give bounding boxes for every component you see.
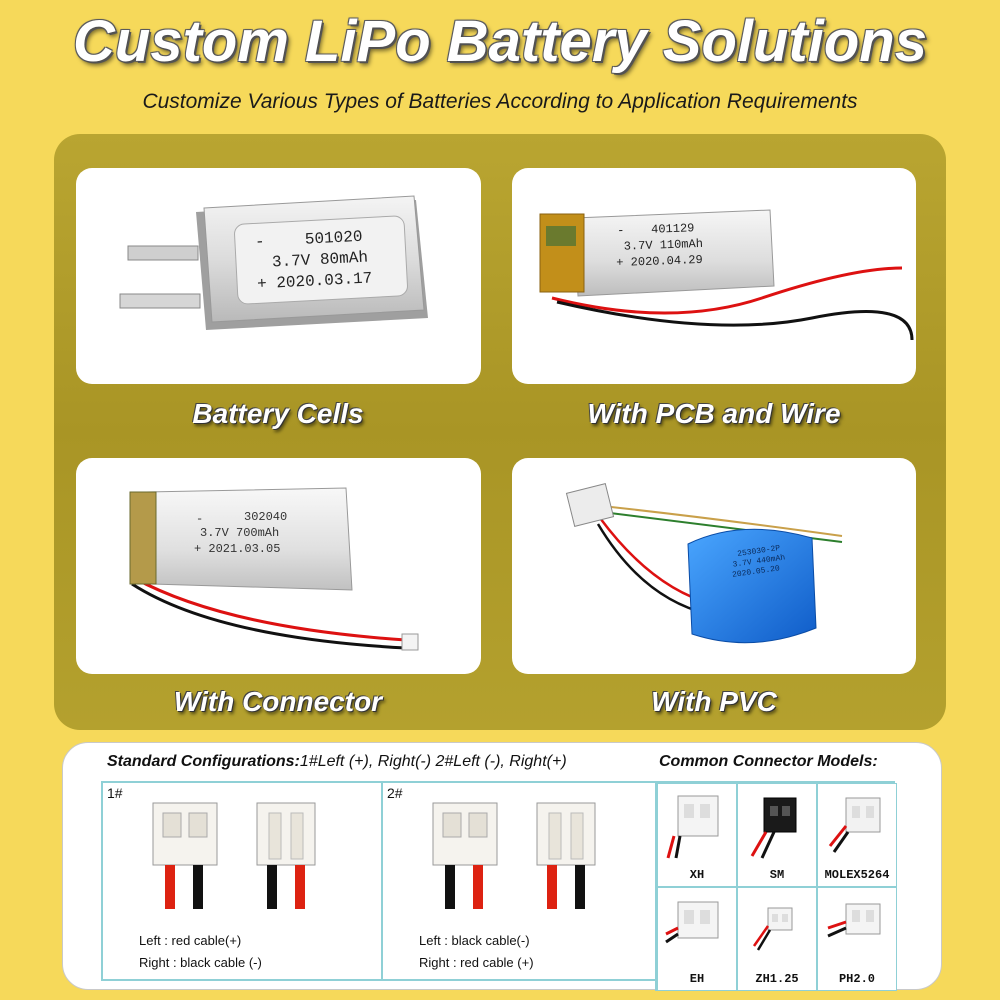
connector-model-name: XH (689, 868, 705, 882)
connector-model-eh: EH (657, 887, 737, 991)
pcb-print-spec: 3.7V 110mAh (624, 237, 704, 254)
with-connector-label: With Connector (173, 686, 383, 717)
connector-model-name: MOLEX5264 (824, 868, 890, 882)
connector-model-name: ZH1.25 (755, 972, 799, 986)
cell-print-model: 501020 (304, 228, 362, 249)
connector-diagram-2 (432, 802, 596, 909)
connector-model-zh125: ZH1.25 (737, 887, 817, 991)
config-box-2: 2# Left : black cable(-) Right : red cab… (381, 781, 671, 981)
connector-models-heading: Common Connector Models: (659, 753, 878, 770)
connector-models-grid: XH SM MOLEX5264 EH (655, 781, 897, 991)
standard-config-heading: Standard Configurations:1#Left (+), Righ… (107, 753, 567, 771)
molex5264-connector-icon (828, 797, 881, 853)
connector-print-minus: - (196, 512, 203, 526)
config-box-1: 1# Left : red cable(+) Right : black cab… (101, 781, 391, 981)
sm-connector-icon (750, 797, 797, 859)
config-2-right: Right : red cable (+) (419, 955, 534, 970)
connector-print-spec: 3.7V 700mAh (200, 526, 279, 540)
pcb-wire-label: With PCB and Wire (587, 398, 841, 429)
connector-model-ph20: PH2.0 (817, 887, 897, 991)
connector-model-xh: XH (657, 783, 737, 887)
with-pvc-label: With PVC (651, 686, 777, 717)
config-1-left: Left : red cable(+) (139, 933, 242, 948)
standard-config-heading-rest: 1#Left (+), Right(-) 2#Left (-), Right(+… (299, 753, 567, 770)
eh-connector-icon (665, 901, 719, 944)
config-number: 1# (107, 785, 123, 801)
product-gallery: - 501020 3.7V 80mAh + 2020.03.17 Battery… (54, 134, 946, 730)
pcb-print-model: 401129 (651, 221, 695, 236)
zh125-connector-icon (752, 907, 793, 951)
config-1-right: Right : black cable (-) (139, 955, 262, 970)
pcb-print-minus: - (617, 224, 625, 238)
specs-panel: Standard Configurations:1#Left (+), Righ… (62, 742, 942, 991)
connector-diagram-1 (152, 802, 316, 909)
cell-print-spec: 3.7V 80mAh (272, 249, 369, 272)
page-subtitle: Customize Various Types of Batteries Acc… (142, 90, 858, 113)
with-pvc-image: 253030-2P 3.7V 440mAh 2020.05.20 (512, 458, 916, 674)
xh-connector-icon (666, 795, 719, 859)
config-2-left: Left : black cable(-) (419, 933, 530, 948)
battery-cells-image: - 501020 3.7V 80mAh + 2020.03.17 (76, 168, 481, 384)
ph20-connector-icon (827, 903, 881, 938)
connector-model-name: PH2.0 (838, 972, 875, 986)
config-number: 2# (387, 785, 403, 801)
connector-model-sm: SM (737, 783, 817, 887)
cell-print-minus: - (255, 233, 266, 251)
battery-cells-label: Battery Cells (192, 398, 364, 429)
connector-print-model: 302040 (244, 510, 287, 524)
pcb-wire-image: - 401129 3.7V 110mAh + 2020.04.29 (512, 168, 916, 384)
pcb-print-date: + 2020.04.29 (616, 253, 703, 270)
connector-model-name: SM (769, 868, 785, 882)
connector-model-name: EH (689, 972, 705, 986)
connector-model-molex5264: MOLEX5264 (817, 783, 897, 887)
page-title: Custom LiPo Battery Solutions (73, 9, 927, 74)
standard-config-heading-bold: Standard Configurations: (107, 753, 300, 770)
connector-print-date: + 2021.03.05 (194, 542, 280, 556)
with-connector-image: - 302040 3.7V 700mAh + 2021.03.05 (76, 458, 481, 674)
